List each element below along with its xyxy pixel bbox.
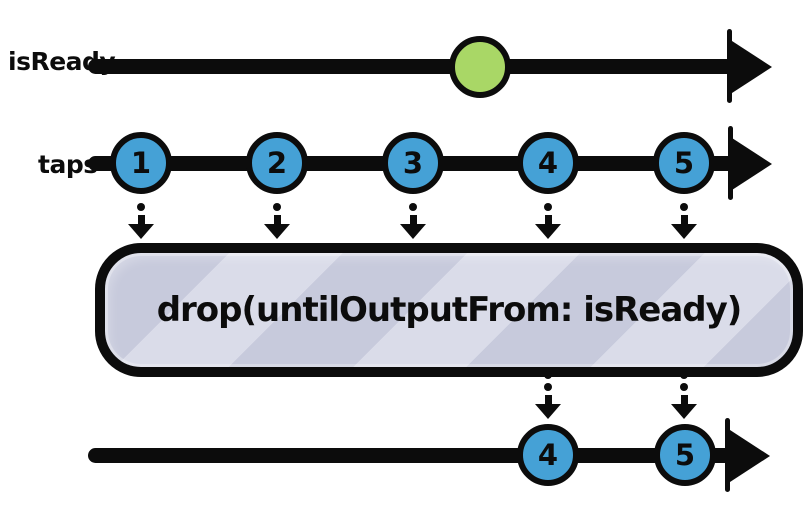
arrow-dot bbox=[137, 203, 145, 211]
taps-arrowhead-icon bbox=[732, 138, 772, 190]
taps-marble-5-label: 5 bbox=[673, 145, 695, 180]
output-marble-5: 5 bbox=[654, 424, 716, 486]
isready-completion-tick bbox=[727, 29, 732, 103]
isready-timeline-line bbox=[88, 59, 738, 74]
arrow-dot bbox=[544, 371, 552, 379]
output-arrowhead-icon bbox=[730, 430, 770, 482]
output-marble-4: 4 bbox=[517, 424, 579, 486]
taps-marble-3-label: 3 bbox=[402, 145, 424, 180]
input-arrow-1-icon bbox=[128, 203, 154, 239]
input-arrow-4-icon bbox=[535, 203, 561, 239]
arrow-stem bbox=[680, 215, 688, 224]
operator-box: drop(untilOutputFrom: isReady) bbox=[95, 243, 803, 377]
arrow-stem bbox=[680, 395, 688, 404]
arrow-dot bbox=[409, 203, 417, 211]
arrow-dot bbox=[680, 383, 688, 391]
output-arrow-5-icon bbox=[671, 371, 697, 419]
input-arrow-2-icon bbox=[264, 203, 290, 239]
output-marble-4-label: 4 bbox=[537, 437, 559, 472]
taps-marble-3: 3 bbox=[382, 132, 444, 194]
arrow-stem bbox=[273, 215, 281, 224]
taps-marble-1: 1 bbox=[110, 132, 172, 194]
arrow-head bbox=[128, 224, 154, 239]
operator-box-label: drop(untilOutputFrom: isReady) bbox=[156, 290, 743, 330]
arrow-head bbox=[535, 404, 561, 419]
arrow-head bbox=[400, 224, 426, 239]
output-arrow-4-icon bbox=[535, 371, 561, 419]
taps-marble-5: 5 bbox=[653, 132, 715, 194]
arrow-dot bbox=[273, 203, 281, 211]
arrow-stem bbox=[544, 395, 552, 404]
taps-marble-1-label: 1 bbox=[130, 145, 152, 180]
output-timeline-line bbox=[88, 448, 736, 463]
arrow-stem bbox=[544, 215, 552, 224]
output-marble-5-label: 5 bbox=[674, 437, 696, 472]
taps-marble-2: 2 bbox=[246, 132, 308, 194]
taps-marble-4: 4 bbox=[517, 132, 579, 194]
isready-arrowhead-icon bbox=[732, 41, 772, 93]
arrow-head bbox=[535, 224, 561, 239]
arrow-dot bbox=[680, 371, 688, 379]
isready-marble bbox=[449, 36, 511, 98]
input-arrow-5-icon bbox=[671, 203, 697, 239]
arrow-head bbox=[671, 224, 697, 239]
output-completion-tick bbox=[725, 418, 730, 492]
taps-completion-tick bbox=[728, 126, 733, 200]
input-arrow-3-icon bbox=[400, 203, 426, 239]
taps-marble-2-label: 2 bbox=[266, 145, 288, 180]
arrow-dot bbox=[544, 383, 552, 391]
arrow-dot bbox=[680, 203, 688, 211]
arrow-dot bbox=[544, 203, 552, 211]
taps-marble-4-label: 4 bbox=[537, 145, 559, 180]
arrow-head bbox=[264, 224, 290, 239]
arrow-stem bbox=[409, 215, 417, 224]
arrow-head bbox=[671, 404, 697, 419]
arrow-stem bbox=[137, 215, 145, 224]
